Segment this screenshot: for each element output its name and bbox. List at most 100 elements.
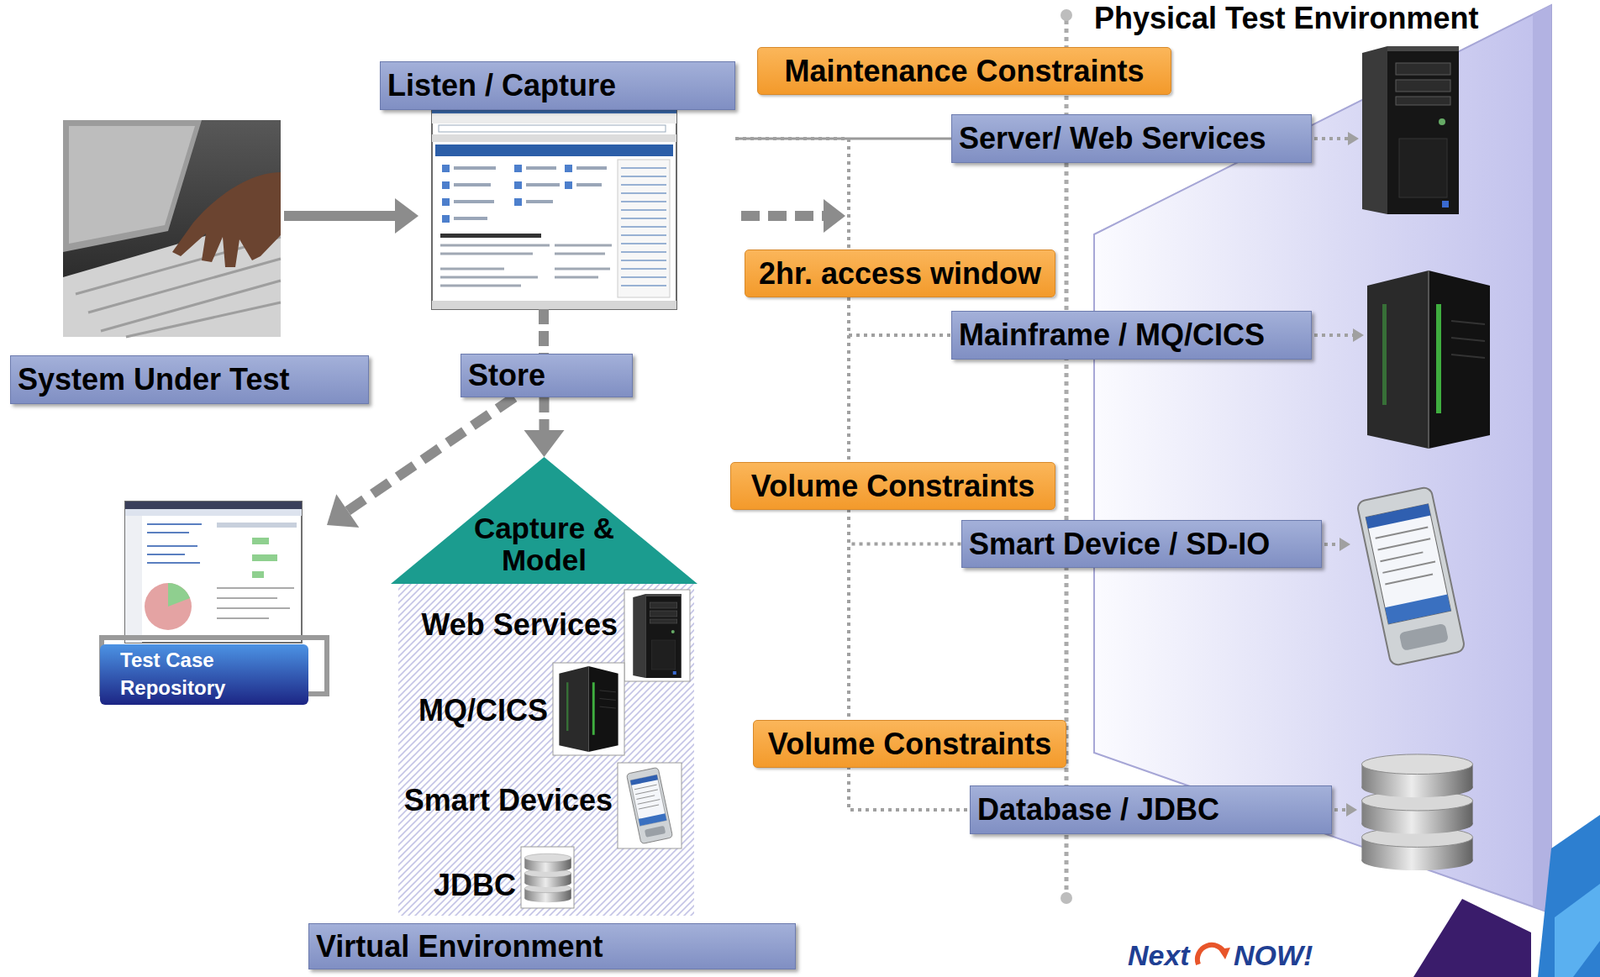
stack-label: JDBC	[433, 868, 516, 904]
connector-line	[539, 397, 550, 431]
repository-screenshot	[125, 515, 143, 643]
box-label: Database / JDBC	[977, 792, 1220, 828]
machine-arrows	[1314, 138, 1353, 811]
logo-text: Next	[1127, 939, 1190, 972]
machine-arrows	[1339, 537, 1351, 552]
box-label: Smart Device / SD-IO	[968, 526, 1270, 563]
capture-tool-screenshot	[431, 105, 677, 310]
stack-label: Web Services	[421, 607, 618, 643]
process-box: Virtual Environment	[308, 923, 796, 970]
box-label: 2hr. access window	[758, 256, 1042, 292]
capture-tool-screenshot	[526, 183, 560, 187]
region-heading: Physical Test Environment	[1094, 1, 1479, 36]
machine-arrows	[1339, 131, 1364, 817]
corner-decoration	[1413, 815, 1600, 977]
capture-tool-screenshot	[453, 200, 495, 204]
repository-screenshot	[125, 501, 302, 510]
virtual-icons	[617, 763, 682, 849]
flow-arrow	[394, 198, 419, 234]
virtual-icons	[624, 589, 690, 682]
virtual-icons	[521, 847, 574, 909]
repository-label: Test Case Repository	[100, 644, 309, 706]
process-box: Store	[460, 353, 633, 398]
stack-label: MQ/CICS	[418, 693, 548, 729]
virtual-icons	[632, 594, 682, 679]
repository-screenshot	[144, 583, 192, 631]
capture-tool-screenshot	[442, 215, 450, 223]
capture-tool-screenshot	[576, 183, 602, 187]
connector-line	[538, 309, 549, 354]
physical-machines	[1362, 46, 1459, 215]
connector	[524, 397, 565, 458]
capture-tool-screenshot	[514, 198, 522, 206]
repository-screenshot	[252, 571, 264, 579]
keyboard-photo	[68, 126, 195, 244]
machine-arrows	[1324, 542, 1340, 547]
capture-tool-screenshot	[564, 181, 573, 190]
model-triangle: Capture & Model	[390, 457, 698, 585]
repository-box: Test Case Repository	[100, 501, 327, 706]
capture-tool-screenshot	[453, 183, 491, 187]
flow-arrow	[284, 210, 395, 222]
box-label: Server/ Web Services	[958, 121, 1267, 157]
repository-screenshot	[252, 554, 278, 562]
dashed-arrow	[823, 199, 846, 233]
capture-tool-screenshot	[438, 125, 666, 132]
capture-tool-screenshot	[453, 166, 607, 221]
physical-panel	[1532, 5, 1552, 914]
keyboard-photo	[63, 120, 281, 337]
stack-label: Smart Devices	[404, 783, 613, 819]
repository-screenshot	[125, 509, 302, 516]
capture-tool-screenshot	[442, 181, 450, 190]
logo-swirl	[1197, 945, 1226, 965]
logo-swirl	[1197, 945, 1231, 965]
repository-screenshot	[216, 588, 295, 619]
process-box: Smart Device / SD-IO	[961, 520, 1322, 569]
capture-tool-screenshot	[576, 166, 607, 170]
virtual-stack-fill	[398, 584, 695, 916]
box-label: Volume Constraints	[751, 468, 1035, 505]
connector	[543, 309, 545, 354]
capture-tool-screenshot	[621, 168, 667, 286]
repository-screenshot	[252, 537, 269, 545]
capture-tool-screenshot	[442, 164, 450, 173]
machine-arrows	[1347, 131, 1359, 146]
virtual-icons	[626, 767, 673, 844]
capture-tool-screenshot	[453, 166, 496, 170]
box-label: System Under Test	[17, 362, 290, 398]
virtual-icons	[558, 666, 618, 753]
logo-text: NOW!	[1233, 939, 1313, 972]
repository-screenshot	[216, 522, 297, 528]
constraint-box: Maintenance Constraints	[757, 47, 1172, 95]
capture-tool-screenshot	[526, 166, 557, 170]
constraint-box: Volume Constraints	[730, 462, 1056, 511]
corner-decoration	[1537, 815, 1600, 977]
repository-screenshot	[125, 501, 302, 643]
corner-decoration	[1413, 899, 1532, 977]
capture-tool-screenshot	[526, 200, 553, 204]
capture-tool-screenshot	[514, 164, 522, 173]
physical-machines	[1367, 270, 1490, 449]
keyboard-photo	[63, 120, 281, 337]
divider-line	[1060, 9, 1073, 22]
logo-swirl	[1218, 947, 1231, 960]
box-label: Maintenance Constraints	[784, 53, 1144, 90]
capture-tool-screenshot	[431, 300, 677, 310]
connector-line	[735, 138, 952, 336]
virtual-icons	[524, 853, 572, 903]
connector	[735, 138, 952, 336]
repository-screenshot	[125, 501, 302, 643]
virtual-icons	[552, 663, 625, 756]
corner-decoration	[1554, 884, 1600, 977]
constraint-box: 2hr. access window	[744, 249, 1056, 298]
process-box: Database / JDBC	[969, 785, 1332, 835]
box-label: Store	[468, 357, 546, 394]
capture-tool-screenshot	[564, 164, 573, 173]
dashed-arrow	[741, 199, 846, 233]
physical-machines	[1356, 486, 1466, 667]
capture-tool-screenshot	[440, 233, 542, 238]
repository-screenshot	[168, 583, 190, 607]
connector-line	[347, 397, 515, 511]
virtual-stack: Web ServicesMQ/CICS Smart DevicesJDBC	[398, 584, 695, 916]
